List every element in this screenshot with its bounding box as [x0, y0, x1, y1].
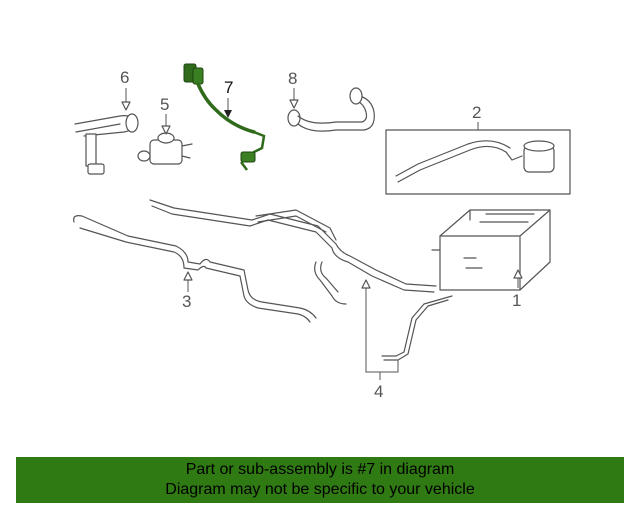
leader-5-arrow	[161, 125, 171, 135]
leader-4-arrow	[361, 279, 371, 289]
banner-line-1: Part or sub-assembly is #7 in diagram	[185, 461, 455, 478]
leader-3-arrow	[183, 271, 193, 281]
leader-4-bracket	[365, 284, 399, 373]
callout-2[interactable]: 2	[472, 103, 481, 122]
callout-5[interactable]: 5	[160, 95, 169, 114]
leader-7-arrow	[224, 110, 232, 118]
callout-7[interactable]: 7	[224, 78, 233, 97]
banner-line-2: Diagram may not be specific to your vehi…	[165, 481, 475, 498]
callout-8[interactable]: 8	[288, 69, 297, 88]
part-8-hose[interactable]	[287, 87, 375, 132]
callout-3[interactable]: 3	[182, 292, 191, 311]
callout-6[interactable]: 6	[120, 68, 129, 87]
callout-4[interactable]: 4	[374, 382, 383, 401]
callout-1[interactable]: 1	[512, 291, 521, 310]
part-7-oxygen-sensor[interactable]	[183, 63, 266, 171]
info-banner: Part or sub-assembly is #7 in diagram Di…	[16, 457, 624, 503]
part-2-assembly-box[interactable]	[385, 129, 571, 195]
part-6-pipe[interactable]	[74, 113, 139, 175]
part-5-valve[interactable]	[137, 132, 193, 165]
part-3-lines[interactable]	[73, 199, 437, 323]
leader-1-arrow	[513, 269, 523, 279]
part-1-canister[interactable]	[431, 209, 551, 291]
leader-6-arrow	[121, 101, 131, 111]
part-4-vent-line[interactable]	[381, 295, 453, 361]
leader-8-arrow	[289, 99, 299, 109]
